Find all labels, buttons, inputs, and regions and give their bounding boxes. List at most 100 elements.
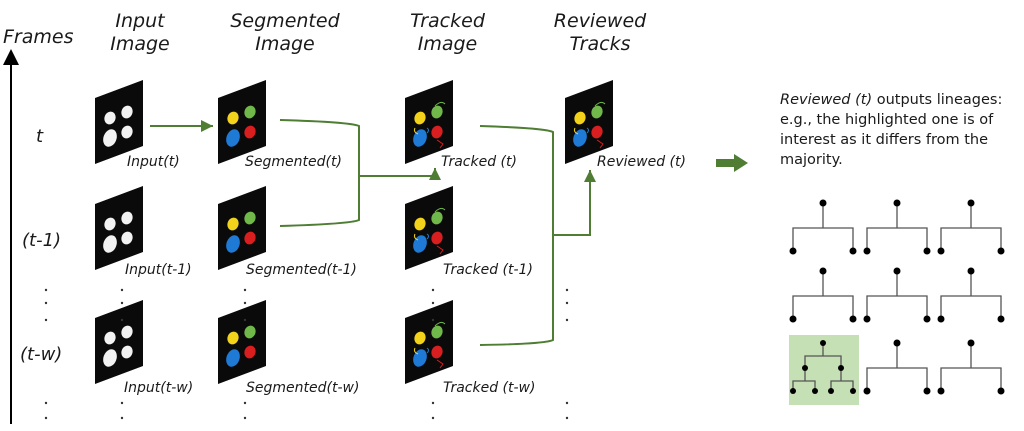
lineage-node [937,315,945,323]
label-segmented-t-w: Segmented(t-w) [246,380,360,396]
lineage-node [893,339,901,347]
cell-blob [121,231,133,245]
row-label-t: t [36,126,44,147]
connector-tracked-t [479,125,554,235]
label-input-t: Input(t) [127,154,180,170]
lineage-node [812,388,818,394]
tracked-image-frame [405,186,453,270]
cell-blob [226,349,240,367]
connector-segmented-t1 [279,176,360,227]
ellipsis-dot [44,288,48,292]
cell-blob [244,325,256,339]
cell-blob [121,105,133,119]
reviewed-image-frame [565,80,613,164]
cell-blob [227,111,239,125]
arrow-to-tracked-t [359,168,441,180]
lineage-tree [937,339,1005,395]
lineage-node [819,199,827,207]
cell-blob [414,217,426,231]
lineage-node [893,199,901,207]
cell-blob [244,231,256,245]
ellipsis-dot [431,401,435,405]
lineage-node [802,365,808,371]
cell-blob [431,125,443,139]
ellipsis-dot [243,318,247,322]
cell-blob [431,105,443,119]
lineage-node [997,387,1005,395]
note-emphasis: Reviewed (t) [780,92,873,108]
ellipsis-dot [44,416,48,420]
segmented-image-frame [218,80,266,164]
segmented-image-frame [218,186,266,270]
ellipsis-dot [431,416,435,420]
cell-blob [431,231,443,245]
lineage-tree [789,199,857,255]
lineage-node [923,247,931,255]
cell-blob [227,331,239,345]
cell-blob [103,235,117,253]
cell-blob [431,325,443,339]
input-image-frame [95,186,143,270]
label-input-t-1: Input(t-1) [125,262,192,278]
lineage-node [819,267,827,275]
column-header-segmented: Segmented Image [230,10,340,55]
track-line [436,139,444,149]
cell-blob [103,129,117,147]
lineage-node [790,388,796,394]
cell-blob [244,211,256,225]
track-line [413,127,419,135]
cell-blob [414,111,426,125]
lineage-node [820,340,826,346]
track-line [413,347,419,355]
cell-blob [244,345,256,359]
track-line [586,127,589,134]
ellipsis-dot [565,301,569,305]
cell-blob [104,111,116,125]
ellipsis-dot [44,301,48,305]
lineage-tree [863,267,931,323]
ellipsis-dot [120,401,124,405]
cell-blob [104,331,116,345]
lineage-node [850,388,856,394]
ellipsis-dot [431,301,435,305]
lineage-node [967,267,975,275]
cell-blob [431,211,443,225]
input-image-frame [95,300,143,384]
column-header-input: Input Image [110,10,170,55]
lineage-node [997,315,1005,323]
lineage-node [937,387,945,395]
cell-blob [227,217,239,231]
lineage-node [838,365,844,371]
ellipsis-dot [565,416,569,420]
cell-blob [244,105,256,119]
frames-axis-label: Frames [3,26,74,48]
cell-blob [226,235,240,253]
note-text: outputs lineages: e.g., the highlighted … [780,92,1003,168]
ellipsis-dot [243,301,247,305]
track-line [426,347,429,354]
track-line [436,245,444,255]
ellipsis-dot [120,318,124,322]
lineage-tree-highlighted [789,335,859,405]
cell-blob [431,345,443,359]
arrow-to-reviewed-t [553,170,596,236]
label-reviewed-t: Reviewed (t) [597,154,686,170]
ellipsis-dot [120,301,124,305]
cell-blob [121,211,133,225]
track-line [434,207,446,213]
ellipsis-dot [120,288,124,292]
cell-blob [574,111,586,125]
lineage-tree [863,199,931,255]
ellipsis-dot [243,401,247,405]
lineage-node [789,315,797,323]
cell-blob [591,105,603,119]
column-header-reviewed: Reviewed Tracks [553,10,647,55]
track-line [434,101,446,107]
cell-blob [121,345,133,359]
cell-blob [121,125,133,139]
cell-blob [414,331,426,345]
cell-blob [226,129,240,147]
lineage-node [863,387,871,395]
column-header-tracked: Tracked Image [410,10,485,55]
